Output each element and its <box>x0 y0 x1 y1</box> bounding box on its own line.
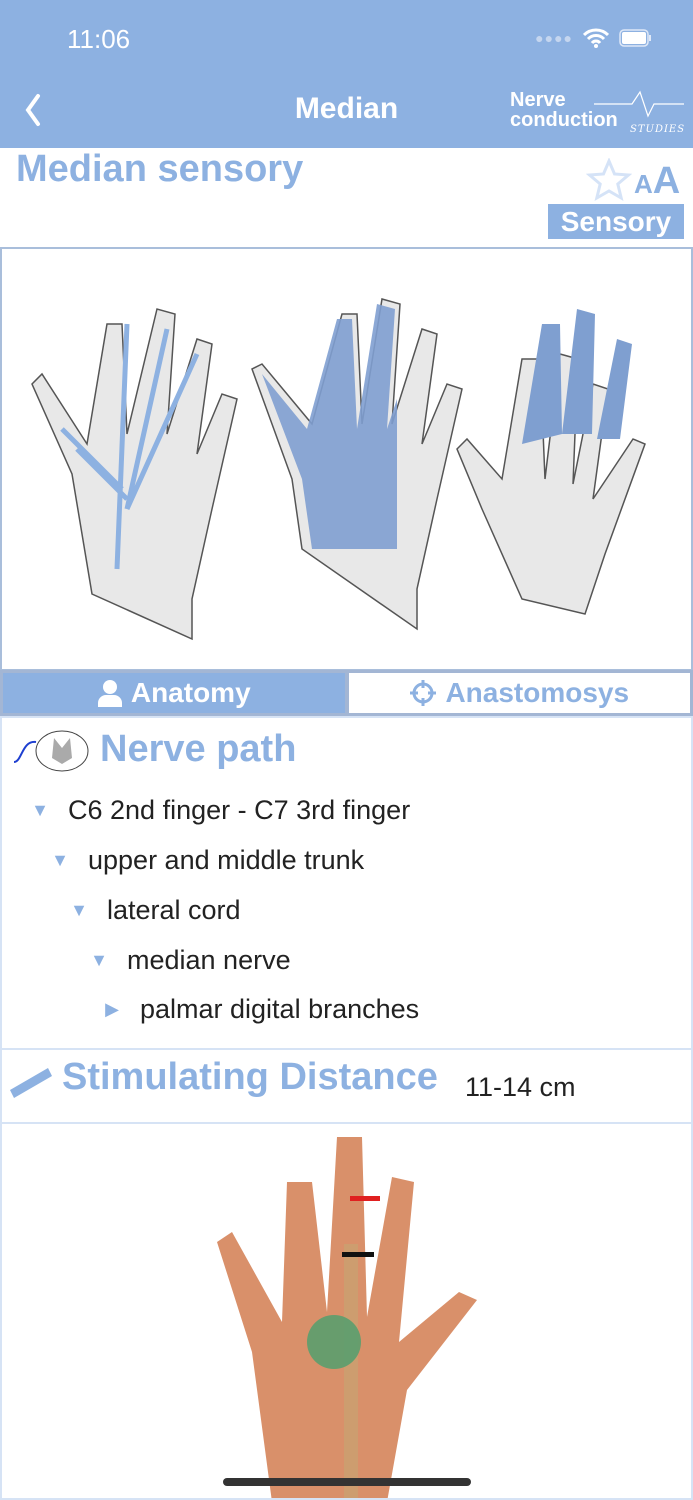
electrode-placement-photo <box>0 1122 693 1500</box>
back-chevron-icon[interactable] <box>20 90 60 130</box>
chevron-down-icon: ▼ <box>31 800 49 820</box>
status-time: 11:06 <box>67 24 131 54</box>
section-tabs: Anatomy Anastomosys <box>0 670 693 716</box>
chevron-down-icon: ▼ <box>51 850 69 870</box>
tree-item-label: upper and middle trunk <box>88 845 365 875</box>
chevron-down-icon: ▼ <box>70 900 88 920</box>
signal-icon: ●●●● <box>535 30 573 46</box>
tree-item[interactable]: ▶ palmar digital branches <box>100 994 419 1025</box>
tab-anastomosys[interactable]: Anastomosys <box>348 673 690 713</box>
tab-anastomosys-label: Anastomosys <box>445 677 630 708</box>
tree-item-label: C6 2nd finger - C7 3rd finger <box>68 795 411 825</box>
nerve-path-title: Nerve path <box>100 728 297 770</box>
tree-item-label: palmar digital branches <box>140 994 420 1024</box>
status-icons: ●●●● <box>535 28 653 48</box>
tree-item-label: lateral cord <box>107 895 241 925</box>
navigation-bar: 11:06 ●●●● Median Nerve conduction STUDI… <box>0 0 693 148</box>
wifi-icon <box>583 28 609 48</box>
chevron-down-icon: ▼ <box>90 950 108 970</box>
app-logo: Nerve conduction STUDIES <box>510 89 684 135</box>
favorite-star-icon[interactable] <box>586 158 632 202</box>
spinal-cord-icon <box>13 730 89 772</box>
tree-item[interactable]: ▼ median nerve <box>87 945 291 976</box>
logo-sub: STUDIES <box>630 124 686 135</box>
tab-anatomy[interactable]: Anatomy <box>3 673 345 713</box>
hand-sensory-distribution-illustration <box>0 247 693 671</box>
battery-icon <box>619 29 651 47</box>
person-icon <box>97 680 122 707</box>
crosshair-icon <box>410 680 437 706</box>
nav-title: Median <box>294 92 399 125</box>
tab-anatomy-label: Anatomy <box>130 677 251 708</box>
stimulating-distance-value: 11-14 cm <box>465 1072 576 1102</box>
sensory-badge: Sensory <box>548 204 684 239</box>
home-indicator[interactable] <box>223 1478 471 1486</box>
tree-item-label: median nerve <box>127 945 291 975</box>
tree-item[interactable]: ▼ lateral cord <box>67 895 241 926</box>
stimulating-distance-title: Stimulating Distance <box>62 1056 438 1098</box>
ruler-icon <box>10 1068 52 1098</box>
tree-item[interactable]: ▼ upper and middle trunk <box>48 845 364 876</box>
waveform-icon <box>594 90 684 118</box>
logo-line1: Nerve <box>510 89 566 111</box>
logo-line2: conduction <box>510 109 618 131</box>
chevron-right-icon: ▶ <box>105 999 119 1019</box>
font-size-button[interactable]: AA <box>634 160 681 202</box>
tree-item[interactable]: ▼ C6 2nd finger - C7 3rd finger <box>28 795 410 826</box>
page-title: Median sensory <box>16 148 304 190</box>
